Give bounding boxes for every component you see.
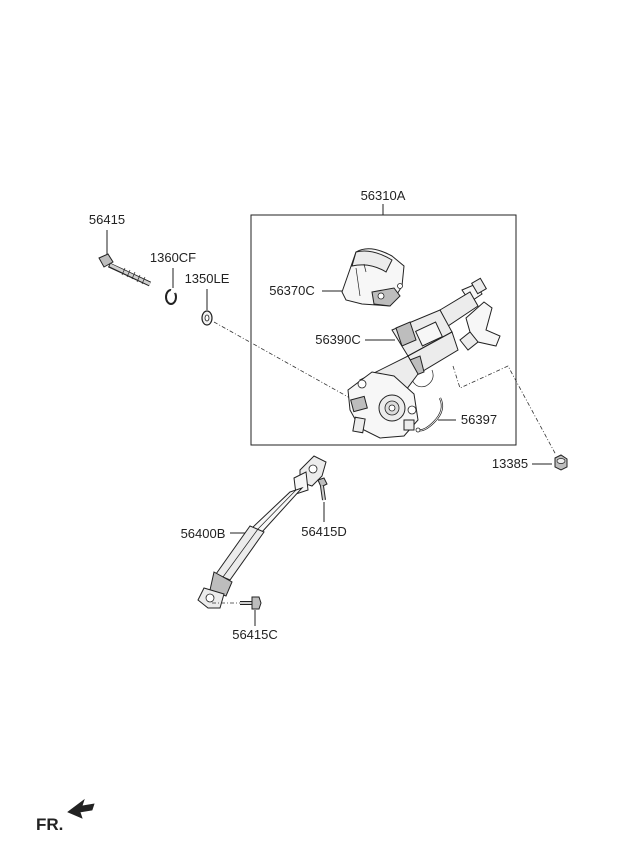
label-column[interactable]: 56390C <box>315 332 361 347</box>
bolt-56415: 56415 <box>89 212 152 287</box>
bolt-56415C: 56415C <box>212 596 278 642</box>
wire-clip-icon <box>415 397 444 433</box>
label-shaft[interactable]: 56400B <box>181 526 226 541</box>
label-clip[interactable]: 1360CF <box>150 250 196 265</box>
direction-marker: FR. <box>36 798 95 834</box>
label-nut[interactable]: 13385 <box>492 456 528 471</box>
cover-shroud-icon <box>341 248 405 307</box>
label-bolt-top[interactable]: 56415 <box>89 212 125 227</box>
nut-icon <box>554 454 568 471</box>
steering-column-icon <box>347 277 501 439</box>
assembly-group: 56310A <box>250 188 517 446</box>
bolt-d-icon <box>317 477 328 501</box>
label-bolt-d[interactable]: 56415D <box>301 524 347 539</box>
label-cover[interactable]: 56370C <box>269 283 315 298</box>
clip-1360CF: 1360CF <box>150 250 196 305</box>
bolt-top-icon <box>98 253 152 287</box>
label-wire[interactable]: 56397 <box>461 412 497 427</box>
clip-ring-icon <box>165 288 177 305</box>
direction-label: FR. <box>36 815 63 834</box>
cover-56370C: 56370C <box>269 248 405 307</box>
label-assembly[interactable]: 56310A <box>361 188 406 203</box>
label-washer[interactable]: 1350LE <box>185 271 230 286</box>
washer-1350LE: 1350LE <box>185 271 230 326</box>
wire-56397: 56397 <box>415 397 497 433</box>
label-bolt-c[interactable]: 56415C <box>232 627 278 642</box>
column-56390C: 56390C <box>315 277 501 439</box>
nut-13385: 13385 <box>492 454 568 471</box>
bolt-c-icon <box>240 596 262 610</box>
arrow-forward-icon <box>67 798 95 819</box>
assembly-path-washer <box>213 321 351 399</box>
intermediate-shaft-icon <box>197 455 327 609</box>
washer-icon <box>201 310 213 326</box>
bolt-56415D: 56415D <box>301 477 347 539</box>
assembly-path-nut <box>452 365 557 456</box>
shaft-56400B: 56400B <box>181 455 327 609</box>
